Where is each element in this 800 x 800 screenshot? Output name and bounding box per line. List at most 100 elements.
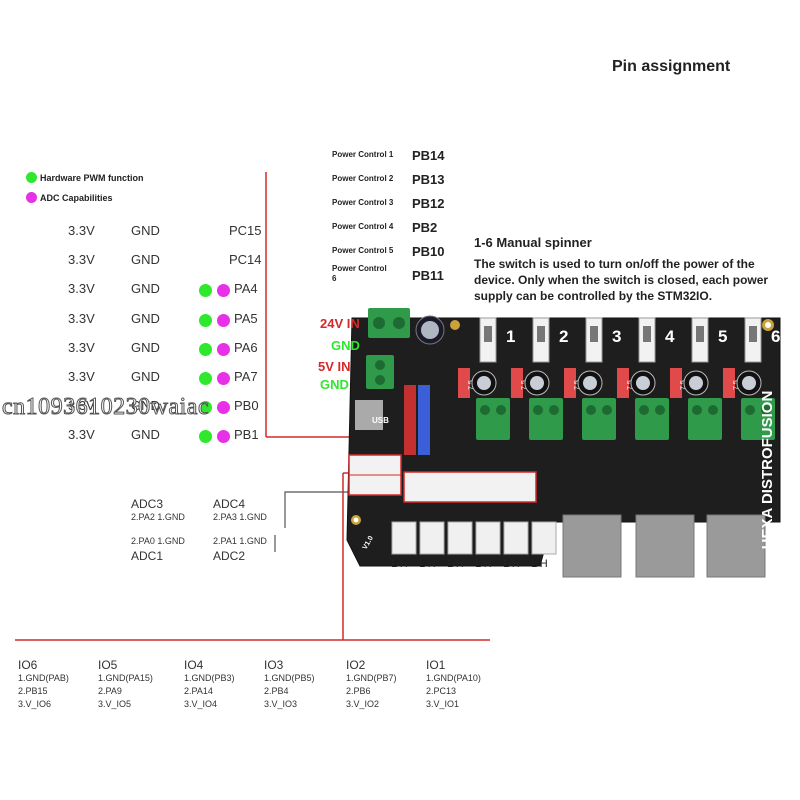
- power-control-pin: PB12: [412, 196, 445, 211]
- pin-voltage: 3.3V: [68, 281, 95, 297]
- legend-adc: ADC Capabilities: [26, 192, 113, 203]
- pwm-dot-icon: [199, 430, 212, 444]
- adc2-label: ADC2: [213, 549, 246, 563]
- switch-knob: [749, 326, 757, 342]
- channel-number: 6: [771, 327, 780, 346]
- capacitor-top: [477, 376, 491, 390]
- pwm-dot-icon: [199, 372, 212, 385]
- can-connector: [391, 521, 417, 555]
- terminal-screw-icon: [373, 317, 385, 329]
- terminal-screw-icon: [761, 405, 771, 415]
- pin-name: PA6: [234, 339, 258, 355]
- pin-name: PC15: [229, 223, 262, 238]
- pin-name: PA5: [234, 310, 258, 326]
- pin-voltage: 3.3V: [68, 223, 95, 238]
- board-label-usb: USB: [372, 416, 389, 425]
- blue-pin-header: [418, 385, 430, 455]
- terminal-screw-icon: [533, 405, 543, 415]
- switch-knob: [590, 326, 598, 342]
- fuse-icon: [564, 368, 576, 398]
- terminal-screw-icon: [692, 405, 702, 415]
- power-channels: 17.527.537.547.557.567.5: [458, 317, 780, 440]
- fuse-rating: 7.5: [627, 380, 634, 390]
- adc3-pins: 2.PA2 1.GND: [131, 512, 185, 522]
- fuse-icon: [670, 368, 682, 398]
- pin-name: PA7: [234, 369, 258, 384]
- spinner-title: 1-6 Manual spinner: [474, 235, 592, 250]
- pin-gnd: GND: [131, 281, 160, 297]
- capacitor-top: [530, 376, 544, 390]
- switch-knob: [484, 326, 492, 342]
- switch-knob: [643, 326, 651, 342]
- mount-hole-inner: [353, 517, 359, 523]
- terminal-screw-icon: [496, 405, 506, 415]
- power-control-label: Power Control 3: [332, 198, 394, 207]
- pin-gnd: GND: [131, 223, 160, 238]
- pin-voltage: 3.3V: [68, 310, 95, 326]
- capacitor-top: [742, 376, 756, 390]
- fuse-rating: 7.5: [680, 380, 687, 390]
- lh-label: L H: [475, 558, 492, 570]
- usb-port: [355, 400, 383, 430]
- adc1-label: ADC1: [131, 549, 164, 563]
- io-port-line2: 2.PC13: [426, 686, 457, 696]
- capacitor-top: [421, 321, 439, 339]
- pin-name: PC14: [229, 252, 262, 268]
- pin-voltage: 3.3V: [68, 252, 95, 268]
- lh-label: L H: [503, 558, 520, 570]
- red-pin-header: [404, 385, 416, 455]
- fuse-icon: [617, 368, 629, 398]
- capacitor-top: [583, 376, 597, 390]
- io-connector-block: [403, 471, 537, 503]
- legend-pwm-label: Hardware PWM function: [40, 172, 144, 183]
- channel-number: 2: [559, 327, 568, 346]
- io-port-name: IO2: [346, 658, 366, 672]
- terminal-screw-icon: [708, 405, 718, 415]
- capacitor-top: [636, 376, 650, 390]
- rj-port: [635, 514, 695, 578]
- mount-hole-inner: [765, 322, 771, 328]
- lh-label: L H: [531, 558, 548, 570]
- io-port-line3: 3.V_IO4: [184, 699, 218, 709]
- rj-port: [706, 514, 766, 578]
- spinner-description: The switch is used to turn on/off the po…: [474, 257, 769, 303]
- io-port-line1: 1.GND(PB5): [264, 673, 315, 683]
- page-title: Pin assignment: [612, 58, 731, 75]
- adc-dot-icon: [217, 401, 230, 415]
- adc4-pins: 2.PA3 1.GND: [213, 512, 267, 522]
- fuse-icon: [511, 368, 523, 398]
- capacitor-top: [689, 376, 703, 390]
- terminal-screw-icon: [480, 405, 490, 415]
- pin-name: PB0: [234, 398, 259, 414]
- fuse-icon: [458, 368, 470, 398]
- io-port-line1: 1.GND(PA10): [426, 673, 481, 683]
- adc1-pins: 2.PA0 1.GND: [131, 536, 185, 546]
- terminal-screw-icon: [549, 405, 559, 415]
- mount-hole-icon: [450, 320, 460, 330]
- power-control-label: Power Control 6: [332, 264, 387, 283]
- pin-name: PA4: [234, 281, 258, 297]
- adc-dot-icon: [217, 313, 230, 327]
- pin-name: PB1: [234, 427, 259, 443]
- channel-terminal: [476, 398, 510, 440]
- watermark-text: cn1093610230waiac: [1, 394, 210, 421]
- pin-gnd: GND: [131, 427, 160, 443]
- io-port-name: IO3: [264, 658, 284, 672]
- fuse-rating: 7.5: [521, 380, 528, 390]
- power-terminal-5v: [366, 355, 394, 389]
- lh-label: L H: [391, 558, 408, 570]
- pwm-dot-icon: [199, 342, 212, 356]
- legend-adc-label: ADC Capabilities: [40, 192, 113, 203]
- terminal-screw-icon: [655, 405, 665, 415]
- channel-terminal: [688, 398, 722, 440]
- terminal-screw-icon: [586, 405, 596, 415]
- channel-terminal: [529, 398, 563, 440]
- adc-dot-icon: [217, 284, 230, 298]
